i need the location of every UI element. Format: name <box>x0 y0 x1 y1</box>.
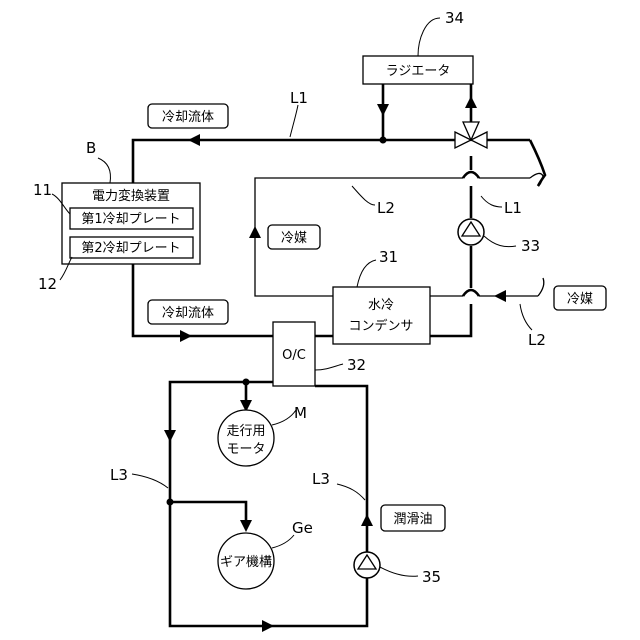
water-condenser-ref: 31 <box>379 248 398 266</box>
pipe-l3-right <box>315 386 367 552</box>
motor-label-1: 走行用 <box>226 424 265 439</box>
l3-right-label: L3 <box>312 470 330 488</box>
l2-right-label: L2 <box>528 331 546 349</box>
pump-33-leader <box>484 236 516 247</box>
l1-top-leader <box>290 105 298 137</box>
plate1-ref: 11 <box>33 181 52 199</box>
l2-right-leader <box>520 304 532 330</box>
water-condenser-leader <box>357 260 376 287</box>
radiator-leader <box>418 18 440 56</box>
arrow-radiator-down <box>377 104 389 116</box>
pipe-l3-loop <box>170 382 367 626</box>
arrow-l2-up <box>249 226 261 238</box>
arrow-l3-left <box>164 430 176 442</box>
arrow-l3-right <box>361 514 373 526</box>
motor-label-2: モータ <box>226 442 265 457</box>
l2-top-leader <box>352 186 375 205</box>
gear-leader <box>272 535 294 548</box>
plate2-label: 第2冷却プレート <box>81 241 180 256</box>
coolant-top-label: 冷却流体 <box>162 110 214 125</box>
gear-ref: Ge <box>292 519 313 537</box>
radiator-label: ラジエータ <box>386 64 451 79</box>
arrow-l2-in <box>494 290 506 302</box>
pump-35-ref: 35 <box>422 568 441 586</box>
coolant-tag-top: 冷却流体 <box>148 104 228 128</box>
water-condenser: 水冷 コンデンサ <box>333 287 430 344</box>
l1-right-label: L1 <box>504 199 522 217</box>
refrigerant-inner-label: 冷媒 <box>281 231 307 246</box>
power-converter: 電力変換装置 第1冷却プレート 第2冷却プレート <box>62 183 200 264</box>
pump-35-leader <box>380 567 418 576</box>
refrigerant-tag-inner: 冷媒 <box>268 225 320 249</box>
l1-top-label: L1 <box>290 89 308 107</box>
oil-cooler-leader <box>315 364 343 370</box>
oil-cooler: O/C <box>273 322 315 386</box>
oil-cooler-label: O/C <box>282 348 306 363</box>
l3-left-leader <box>132 474 168 488</box>
refrigerant-tag-outer: 冷媒 <box>554 286 606 310</box>
crossover-lower <box>463 290 479 296</box>
lube-oil-label: 潤滑油 <box>393 512 432 527</box>
drive-motor: 走行用 モータ <box>218 410 274 466</box>
l3-right-leader <box>337 484 365 500</box>
three-way-valve <box>455 122 487 148</box>
power-converter-label: 電力変換装置 <box>92 188 170 204</box>
crossover-upper <box>463 172 479 178</box>
l2-top-label: L2 <box>377 199 395 217</box>
power-converter-leader <box>98 158 111 183</box>
pipe-to-gear <box>170 502 246 528</box>
refrigerant-outer-label: 冷媒 <box>567 292 593 307</box>
coolant-bottom-label: 冷却流体 <box>162 306 214 321</box>
l1-right-leader <box>481 196 502 207</box>
motor-ref: M <box>294 404 307 422</box>
motor-leader <box>272 410 296 425</box>
l3-left-label: L3 <box>110 466 128 484</box>
arrow-radiator-up <box>465 96 477 108</box>
arrow-l1-top <box>188 134 200 146</box>
pipe-l1-right-d <box>430 304 471 336</box>
pipe-l1-top <box>133 140 462 183</box>
oil-cooler-ref: 32 <box>347 356 366 374</box>
water-condenser-label-1: 水冷 <box>368 298 394 313</box>
power-converter-ref: B <box>86 139 96 157</box>
plate1-label: 第1冷却プレート <box>81 212 180 227</box>
arrow-l3-bottom <box>262 620 274 632</box>
plate2-ref: 12 <box>38 275 57 293</box>
pump-33-ref: 33 <box>521 237 540 255</box>
gear-label: ギア機構 <box>220 555 272 570</box>
coolant-tag-bottom: 冷却流体 <box>148 300 228 324</box>
junction-l1 <box>380 137 387 144</box>
gear-mechanism: ギア機構 <box>218 533 274 589</box>
pipe-l2-in-curl <box>538 278 544 296</box>
water-condenser-label-2: コンデンサ <box>348 318 413 334</box>
pump-35 <box>354 552 380 578</box>
arrow-l1-bottom <box>180 330 192 342</box>
radiator: ラジエータ 34 <box>363 9 473 84</box>
radiator-ref: 34 <box>445 9 464 27</box>
arrow-to-gear <box>240 520 252 532</box>
lube-oil-tag: 潤滑油 <box>381 505 445 531</box>
water-condenser-box <box>333 287 430 344</box>
